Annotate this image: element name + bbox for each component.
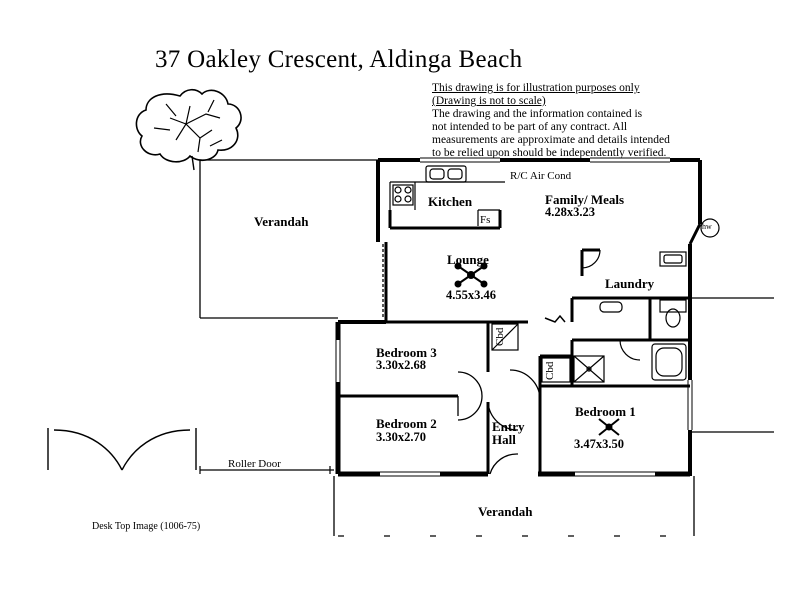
front-verandah-outline xyxy=(333,476,695,537)
hall-label: Hall xyxy=(492,432,516,447)
disclaimer-line-6: to be relied upon should be independentl… xyxy=(432,147,667,159)
verandah-left-label: Verandah xyxy=(254,214,309,229)
boundary-lines xyxy=(690,297,774,433)
laundry-fittings xyxy=(581,249,687,269)
bedroom2-dim: 3.30x2.70 xyxy=(376,430,426,444)
cupboards xyxy=(491,323,571,383)
fridge-space-label: Fs xyxy=(480,214,491,226)
disclaimer-line-2: (Drawing is not to scale) xyxy=(432,95,546,107)
bedroom3-label: Bedroom 3 xyxy=(376,345,437,360)
tree-icon xyxy=(135,88,242,171)
family-meals-label: Family/ Meals xyxy=(545,192,625,207)
kitchen-label: Kitchen xyxy=(428,194,473,209)
verandah-front-label: Verandah xyxy=(478,504,533,519)
disclaimer-line-5: measurements are approximate and details… xyxy=(432,134,670,146)
gate-icon xyxy=(47,428,197,471)
laundry-label: Laundry xyxy=(605,276,655,291)
entry-label: Entry xyxy=(492,419,525,434)
page-title: 37 Oakley Crescent, Aldinga Beach xyxy=(155,46,523,73)
disclaimer-line-1: This drawing is for illustration purpose… xyxy=(432,82,640,94)
verandah-outline xyxy=(199,159,384,319)
hot-water-icon xyxy=(700,218,720,238)
bedroom1-label: Bedroom 1 xyxy=(575,404,636,419)
kitchen-fittings xyxy=(389,165,505,226)
cupboard-label-2: Cbd xyxy=(544,361,556,380)
roller-door-label: Roller Door xyxy=(228,458,281,470)
lounge-dim: 4.55x3.46 xyxy=(446,288,496,302)
bedroom1-dim: 3.47x3.50 xyxy=(574,437,624,451)
bedroom3-dim: 3.30x2.68 xyxy=(376,358,426,372)
lounge-fan-icon xyxy=(454,262,488,288)
air-cond-label: R/C Air Cond xyxy=(510,170,572,182)
bathroom-fittings xyxy=(573,299,687,383)
family-meals-dim: 4.28x3.23 xyxy=(545,205,595,219)
hot-water-label: hw xyxy=(702,222,712,231)
windows xyxy=(335,157,693,477)
disclaimer-line-3: The drawing and the information containe… xyxy=(432,108,643,120)
door-swings xyxy=(457,314,566,475)
disclaimer-line-4: not intended to be part of any contract.… xyxy=(432,121,628,133)
bedroom1-fan-icon xyxy=(598,418,620,436)
interior-walls xyxy=(338,210,690,474)
cupboard-label-1: Cbd xyxy=(494,327,506,346)
roller-door-line xyxy=(199,466,334,474)
bedroom2-label: Bedroom 2 xyxy=(376,416,437,431)
lounge-label: Lounge xyxy=(447,252,489,267)
image-reference: Desk Top Image (1006-75) xyxy=(92,521,201,532)
